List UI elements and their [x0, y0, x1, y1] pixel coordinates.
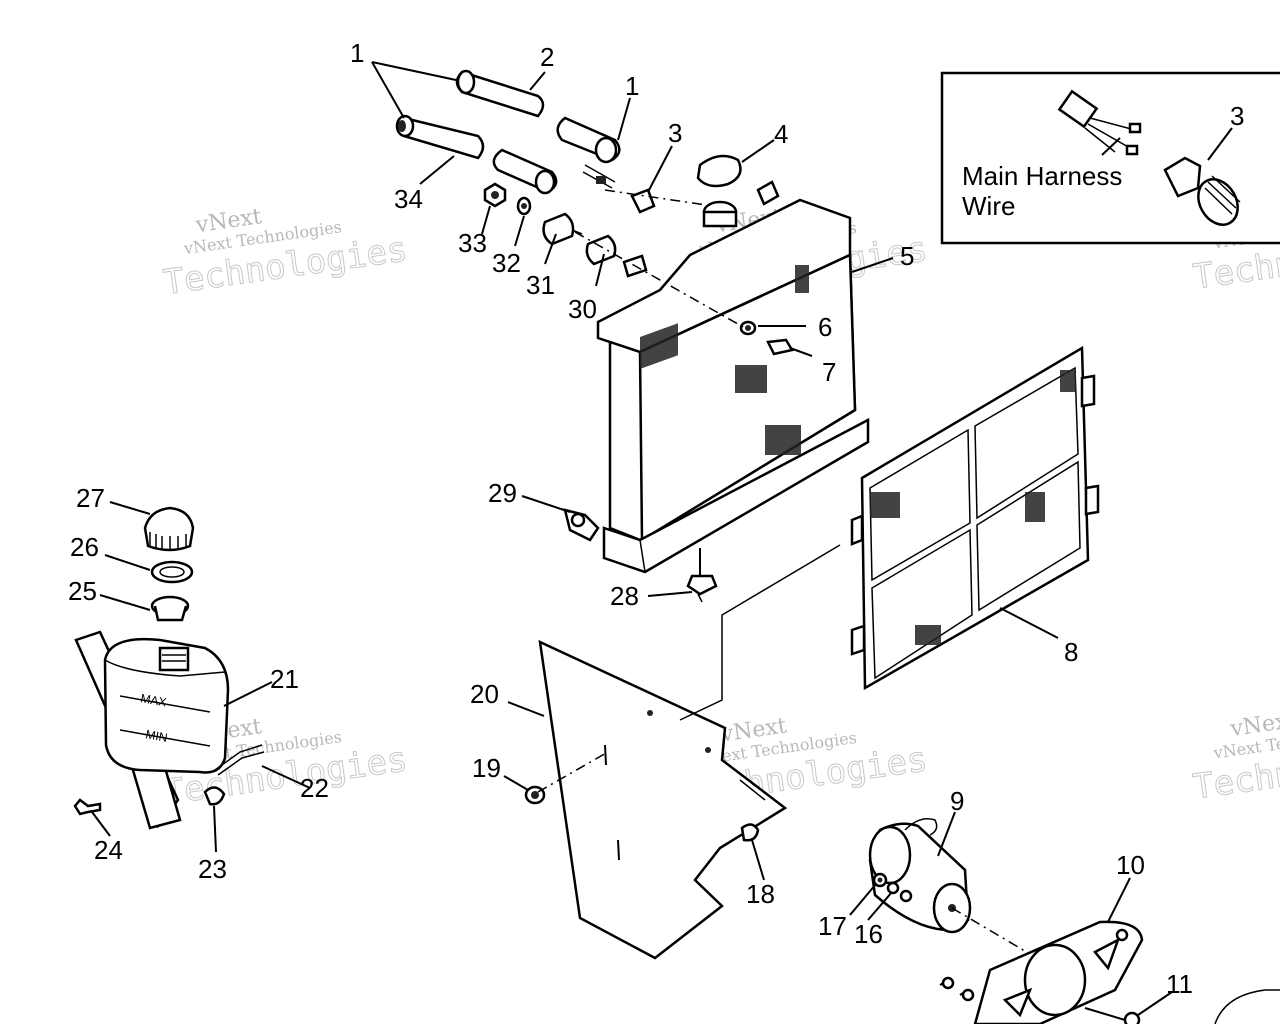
- callout-labels: 1 2 1 3 4 5 6 7 8 9 10 11 16 17 18 19 20…: [68, 38, 1193, 999]
- callout-3: 3: [668, 118, 682, 148]
- callout-32: 32: [492, 248, 521, 278]
- callout-34: 34: [394, 184, 423, 214]
- callout-5: 5: [900, 241, 914, 271]
- radiator-screen: [850, 345, 1100, 691]
- callout-33: 33: [458, 228, 487, 258]
- center-lines: [537, 189, 841, 801]
- callout-10: 10: [1116, 850, 1145, 880]
- callout-23: 23: [198, 854, 227, 884]
- inset-callout-3: 3: [1230, 101, 1244, 131]
- overflow-bottle: MAX MIN: [73, 506, 265, 830]
- callout-7: 7: [822, 357, 836, 387]
- temperature-sensor: [1163, 156, 1241, 226]
- upper-hoses: [395, 69, 656, 214]
- watermark-right-bottom: vNext vNext Technologies Technologies: [1190, 708, 1280, 808]
- callout-20: 20: [470, 679, 499, 709]
- harness-connector: [1057, 89, 1142, 156]
- fan-motor-assembly: [868, 818, 1280, 1024]
- watermark-left: vNext vNext Technologies Technologies: [161, 204, 411, 303]
- callout-1-right: 1: [625, 71, 639, 101]
- inset-box: Main Harness Wire 3: [940, 71, 1280, 245]
- callout-9: 9: [950, 786, 964, 816]
- callout-21: 21: [270, 664, 299, 694]
- callout-6: 6: [818, 312, 832, 342]
- callout-27: 27: [76, 483, 105, 513]
- callout-2: 2: [540, 42, 554, 72]
- callout-4: 4: [774, 119, 788, 149]
- callout-8: 8: [1064, 637, 1078, 667]
- callout-18: 18: [746, 879, 775, 909]
- callout-17: 17: [818, 911, 847, 941]
- callout-25: 25: [68, 576, 97, 606]
- callout-11: 11: [1166, 969, 1193, 999]
- callout-22: 22: [300, 773, 329, 803]
- leader-lines: [91, 61, 1173, 1016]
- callout-28: 28: [610, 581, 639, 611]
- callout-16: 16: [854, 919, 883, 949]
- side-shroud: [524, 639, 788, 960]
- callout-31: 31: [526, 270, 555, 300]
- inset-label-line1: Main Harness: [962, 161, 1122, 191]
- callout-30: 30: [568, 294, 597, 324]
- callout-26: 26: [70, 532, 99, 562]
- radiator-cap: [696, 154, 742, 188]
- callout-1-upper: 1: [350, 38, 364, 68]
- inset-label-line2: Wire: [962, 191, 1015, 221]
- callout-29: 29: [488, 478, 517, 508]
- callout-24: 24: [94, 835, 123, 865]
- callout-19: 19: [472, 753, 501, 783]
- small-fittings: [483, 182, 794, 603]
- tank-max-mark: MAX: [139, 691, 167, 709]
